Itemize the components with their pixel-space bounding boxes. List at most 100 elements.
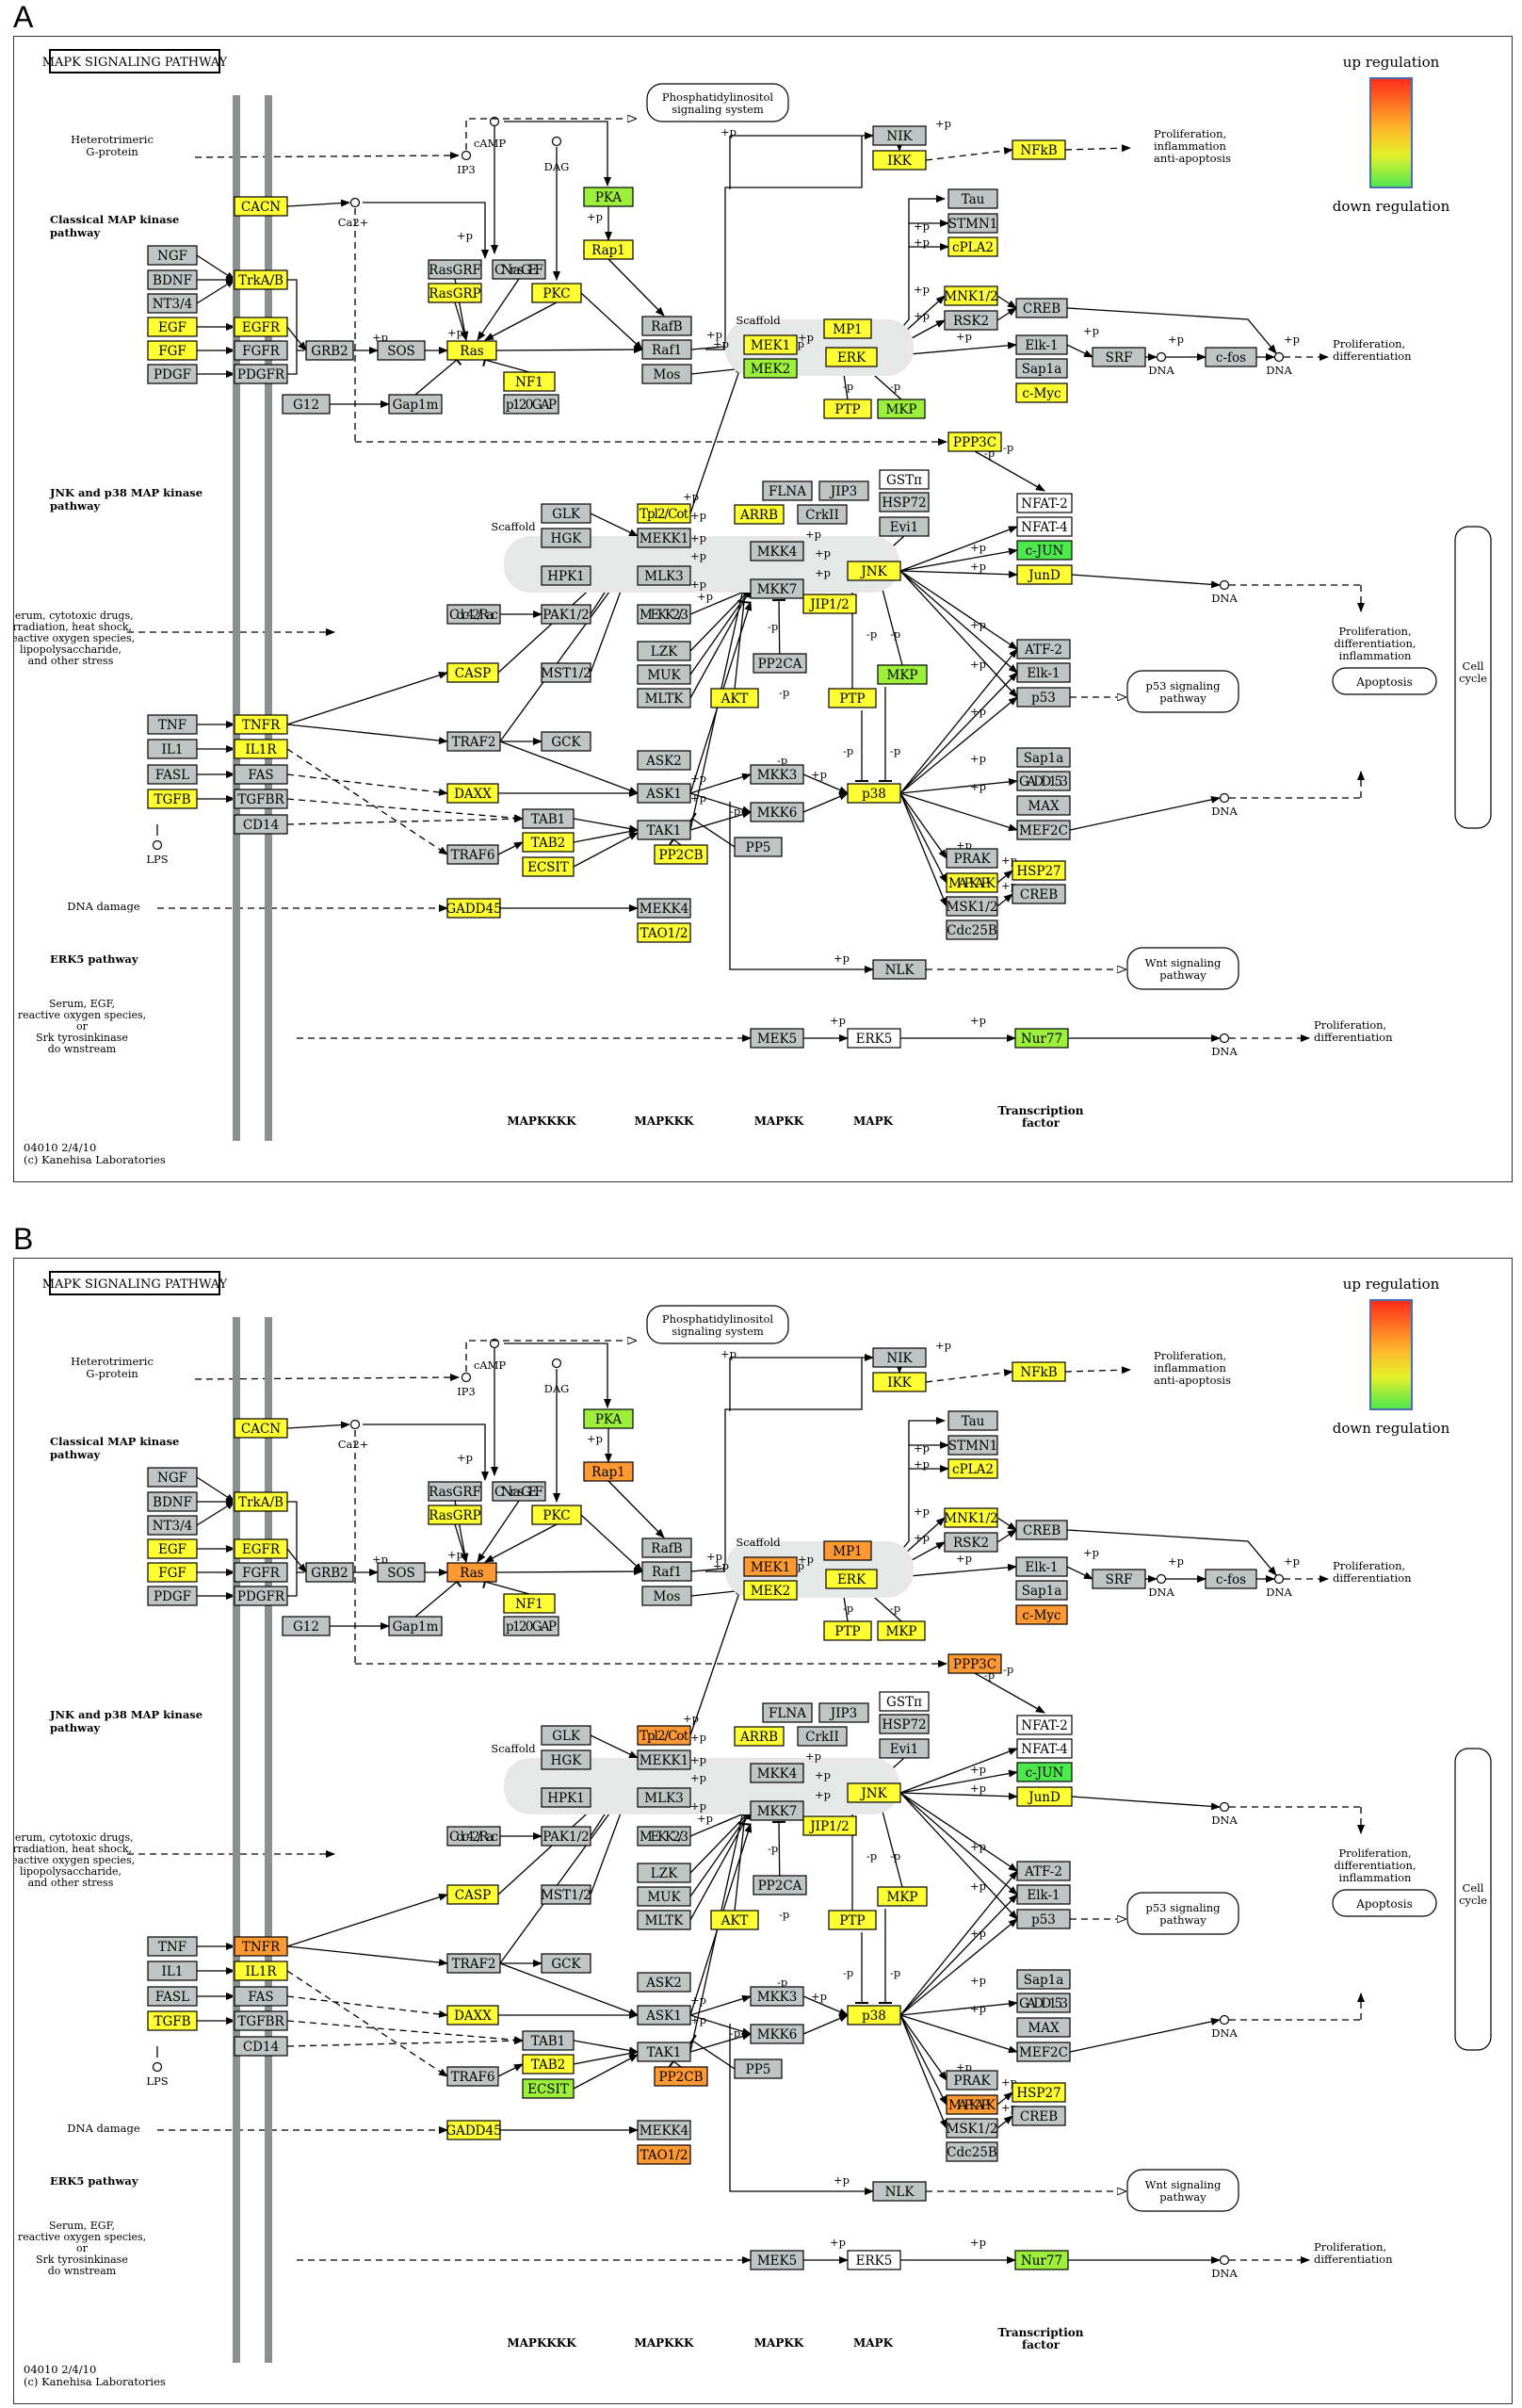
gene-node-nur77[interactable]: Nur77: [1014, 1028, 1069, 1049]
gene-node-pak1-2[interactable]: PAK1/2: [541, 1826, 591, 1847]
gene-node-traf6[interactable]: TRAF6: [446, 844, 499, 865]
gene-node-gck[interactable]: GCK: [541, 731, 591, 752]
gene-node-pdgf[interactable]: PDGF: [147, 364, 198, 384]
gene-node-ecsit[interactable]: ECSIT: [522, 2078, 575, 2099]
gene-node-rsk2[interactable]: RSK2: [944, 1532, 998, 1553]
gene-node-sap1a-p38[interactable]: Sap1a: [1016, 1969, 1071, 1990]
gene-node-mek2[interactable]: MEK2: [743, 358, 798, 379]
gene-node-crkii[interactable]: CrkII: [797, 504, 848, 525]
gene-node-p53[interactable]: p53: [1016, 1909, 1071, 1929]
gene-node-mapkapk[interactable]: MAPKAPK: [946, 872, 998, 893]
gene-node-c-myc[interactable]: c-Myc: [1015, 1604, 1068, 1625]
gene-node-mkk6[interactable]: MKK6: [750, 802, 804, 822]
gene-node-fgf[interactable]: FGF: [147, 340, 198, 361]
gene-node-ras[interactable]: Ras: [446, 1562, 497, 1583]
gene-node-pp5[interactable]: PP5: [734, 837, 783, 857]
gene-node-mef2c[interactable]: MEF2C: [1016, 2042, 1071, 2062]
gene-node-jnk[interactable]: JNK: [847, 561, 901, 581]
gene-node-c-myc[interactable]: c-Myc: [1015, 382, 1068, 403]
gene-node-gadd45[interactable]: GADD45: [445, 2120, 502, 2140]
gene-node-daxx[interactable]: DAXX: [446, 2005, 499, 2026]
gene-node-cnrasgef[interactable]: CNrasGEF: [492, 1481, 546, 1502]
gene-node-creb-top[interactable]: CREB: [1015, 298, 1068, 318]
gene-node-mnk1-2[interactable]: MNK1/2: [944, 1507, 998, 1528]
gene-node-nlk[interactable]: NLK: [872, 959, 927, 980]
gene-node-mkk7[interactable]: MKK7: [750, 1800, 804, 1821]
gene-node-pdgfr[interactable]: PDGFR: [234, 364, 288, 384]
gene-node-cdc42-rac[interactable]: Cdc42/Rac: [446, 604, 501, 625]
gene-node-max[interactable]: MAX: [1016, 795, 1071, 816]
gene-node-mos[interactable]: Mos: [641, 1586, 692, 1606]
gene-node-trka-b[interactable]: TrkA/B: [234, 1491, 288, 1512]
gene-node-tnfr[interactable]: TNFR: [234, 1936, 288, 1957]
gene-node-lzk[interactable]: LZK: [637, 1863, 691, 1883]
gene-node-mkp-erk[interactable]: MKP: [877, 399, 926, 419]
gene-node-casp[interactable]: CASP: [446, 662, 499, 683]
gene-node-pp2cb[interactable]: PP2CB: [654, 2066, 708, 2087]
gene-node-mekk1[interactable]: MEKK1: [637, 1749, 691, 1770]
gene-node-ptp-jnk[interactable]: PTP: [828, 688, 877, 708]
gene-node-nik[interactable]: NIK: [872, 125, 927, 146]
gene-node-il1[interactable]: IL1: [147, 739, 198, 759]
gene-node-arrb[interactable]: ARRB: [734, 504, 785, 525]
gene-node-evi1[interactable]: Evi1: [879, 1738, 930, 1759]
gene-node-ask1[interactable]: ASK1: [637, 2005, 691, 2026]
gene-node-fasl[interactable]: FASL: [147, 764, 198, 785]
gene-node-tab2[interactable]: TAB2: [522, 2054, 575, 2074]
gene-node-tgfb[interactable]: TGFB: [147, 2010, 198, 2031]
gene-node-muk[interactable]: MUK: [637, 664, 691, 685]
gene-node-jnk[interactable]: JNK: [847, 1782, 901, 1803]
gene-node-cacn[interactable]: CACN: [234, 196, 288, 217]
gene-node-hpk1[interactable]: HPK1: [541, 1787, 591, 1808]
gene-node-mkk4[interactable]: MKK4: [750, 541, 804, 561]
gene-node-mek5[interactable]: MEK5: [750, 1028, 804, 1049]
gene-node-hpk1[interactable]: HPK1: [541, 565, 591, 586]
gene-node-nf1[interactable]: NF1: [503, 1593, 556, 1614]
gene-node-mekk4[interactable]: MEKK4: [637, 2120, 691, 2140]
gene-node-mekk4[interactable]: MEKK4: [637, 898, 691, 919]
gene-node-creb-p38[interactable]: CREB: [1012, 2106, 1066, 2126]
gene-node-tnfr[interactable]: TNFR: [234, 714, 288, 735]
gene-node-egf[interactable]: EGF: [147, 1538, 198, 1559]
gene-node-nf1[interactable]: NF1: [503, 371, 556, 392]
gene-node-nfkb[interactable]: NFkB: [1012, 139, 1066, 160]
gene-node-mst1-2[interactable]: MST1/2: [541, 1884, 591, 1905]
gene-node-tao1-2[interactable]: TAO1/2: [637, 2144, 691, 2165]
gene-node-mkp-jnk[interactable]: MKP: [877, 664, 928, 685]
gene-node-mlk3[interactable]: MLK3: [637, 1787, 691, 1808]
gene-node-cd14[interactable]: CD14: [234, 2036, 288, 2057]
gene-node-fgf[interactable]: FGF: [147, 1562, 198, 1583]
gene-node-sap1a-top[interactable]: Sap1a: [1015, 1580, 1068, 1601]
gene-node-tgfbr[interactable]: TGFBR: [234, 2010, 288, 2031]
gene-node-ask2[interactable]: ASK2: [637, 1972, 691, 1993]
gene-node-gadd45[interactable]: GADD45: [445, 898, 502, 919]
gene-node-nlk[interactable]: NLK: [872, 2181, 927, 2202]
gene-node-tnf[interactable]: TNF: [147, 714, 198, 735]
gene-node-nik[interactable]: NIK: [872, 1347, 927, 1368]
gene-node-tgfb[interactable]: TGFB: [147, 789, 198, 809]
gene-node-nfat-2[interactable]: NFAT-2: [1016, 493, 1073, 513]
gene-node-nfat-4[interactable]: NFAT-4: [1016, 1738, 1073, 1759]
gene-node-elk-1-jnk[interactable]: Elk-1: [1016, 1884, 1071, 1905]
gene-node-p53[interactable]: p53: [1016, 687, 1071, 708]
gene-node-egfr[interactable]: EGFR: [234, 1538, 288, 1559]
gene-node-pp5[interactable]: PP5: [734, 2058, 783, 2079]
gene-node-max[interactable]: MAX: [1016, 2017, 1071, 2038]
gene-node-hsp27[interactable]: HSP27: [1012, 860, 1066, 881]
gene-node-stmn1[interactable]: STMN1: [947, 213, 998, 234]
gene-node-mkk4[interactable]: MKK4: [750, 1763, 804, 1783]
gene-node-tao1-2[interactable]: TAO1/2: [637, 922, 691, 943]
gene-node-cpla2[interactable]: cPLA2: [947, 1458, 998, 1479]
gene-node-pdgf[interactable]: PDGF: [147, 1586, 198, 1606]
gene-node-pkc[interactable]: PKC: [531, 283, 582, 303]
gene-node-ppp3c[interactable]: PPP3C: [947, 431, 1002, 452]
gene-node-nur77[interactable]: Nur77: [1014, 2250, 1069, 2270]
gene-node-muk[interactable]: MUK: [637, 1886, 691, 1907]
gene-node-g12[interactable]: G12: [282, 1616, 331, 1636]
gene-node-glk[interactable]: GLK: [541, 503, 591, 524]
gene-node-egf[interactable]: EGF: [147, 317, 198, 337]
gene-node-mlk3[interactable]: MLK3: [637, 565, 691, 586]
gene-node-gstpi[interactable]: GSTπ: [879, 469, 930, 490]
gene-node-sap1a-p38[interactable]: Sap1a: [1016, 747, 1071, 768]
gene-node-traf2[interactable]: TRAF2: [446, 731, 501, 752]
